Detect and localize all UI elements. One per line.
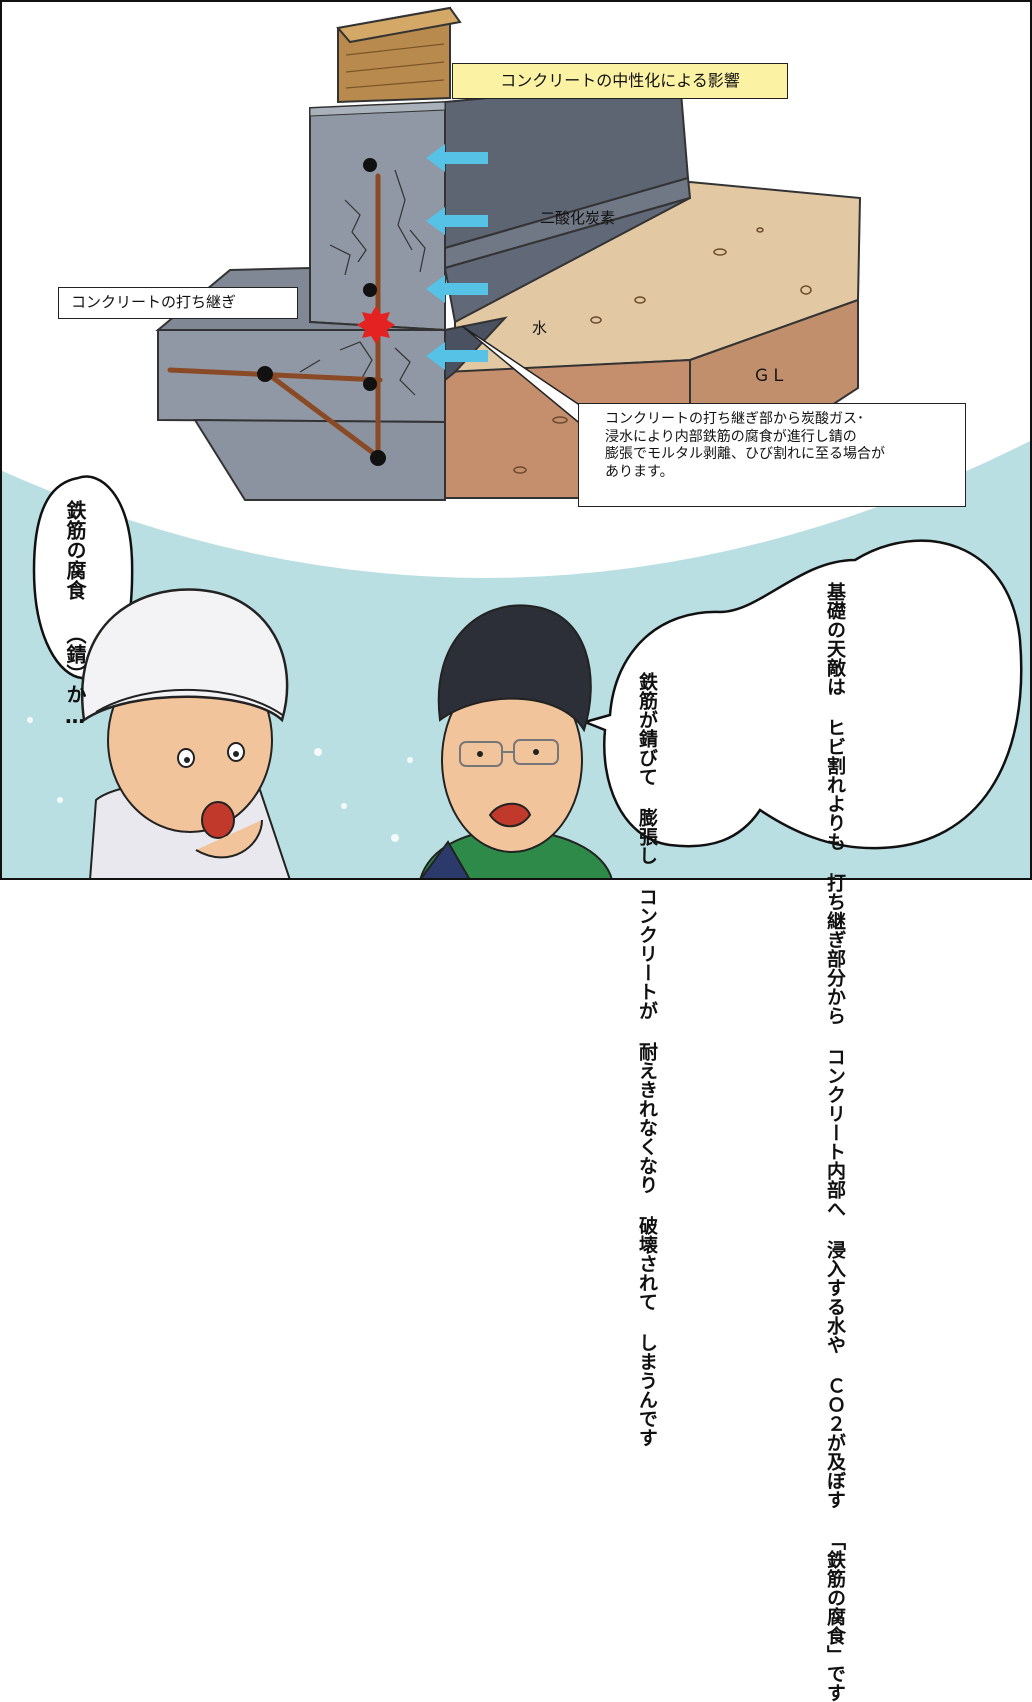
worker-bubble-line: （錆）か… <box>63 624 87 728</box>
diagram-title: コンクリートの中性化による影響 <box>452 63 788 99</box>
right-bubble-line: 基礎の天敵は <box>824 582 846 696</box>
right-bubble-line: ＣＯ２が及ぼす <box>824 1376 846 1509</box>
wood-top <box>336 6 462 44</box>
footing-base <box>193 418 446 501</box>
right-bubble-top-text: 基礎の天敵は ヒビ割れよりも 打ち継ぎ部分から コンクリート内部へ 浸入する水や… <box>822 582 848 1702</box>
co2-arrow-icon <box>426 144 488 370</box>
joint-label: コンクリートの打ち継ぎ <box>58 287 298 319</box>
damage-burst-icon <box>357 306 395 344</box>
right-bubble-line: 鉄筋が錆びて <box>636 672 658 786</box>
wood-grain <box>345 43 445 89</box>
gl-label: ＧＬ <box>753 366 787 386</box>
right-bubble-bottom-text: 鉄筋が錆びて 膨張し コンクリートが 耐えきれなくなり 破壊されて しまうんです <box>634 672 660 1447</box>
right-bubble-line: 浸入する水や <box>824 1240 846 1354</box>
right-bubble-line: 打ち継ぎ部分から <box>824 873 846 1025</box>
illustration-svg <box>0 0 1032 880</box>
worker-bubble-text: 鉄筋の腐食 （錆）か… <box>60 500 90 728</box>
panel-border <box>0 0 1032 880</box>
description-line: 浸水により内部鉄筋の腐食が進行し錆の <box>605 428 857 445</box>
right-bubble-line: しまうんです <box>636 1333 658 1447</box>
co2-label: 二酸化炭素 <box>540 209 616 227</box>
water-label: 水 <box>532 319 548 337</box>
right-speech-bubble <box>581 539 1023 850</box>
description-line: コンクリートの打ち継ぎ部から炭酸ガス･ <box>605 411 864 427</box>
right-bubble-line: コンクリート内部へ <box>824 1047 846 1218</box>
engineer-character <box>418 604 614 880</box>
description-callout: コンクリートの打ち継ぎ部から炭酸ガス･ 浸水により内部鉄筋の腐食が進行し錆の 膨… <box>578 403 966 507</box>
right-bubble-line: 膨張し <box>636 808 658 865</box>
wall-top-edge <box>309 101 446 117</box>
right-bubble-line: ヒビ割れよりも <box>824 718 846 851</box>
worker-character <box>81 588 292 880</box>
concrete-cracks <box>299 169 426 396</box>
right-bubble-line: 「鉄筋の腐食」です <box>824 1531 846 1702</box>
description-line: あります。 <box>605 463 674 480</box>
right-bubble-line: 耐えきれなくなり <box>636 1042 658 1194</box>
right-bubble-line: コンクリートが <box>636 887 658 1020</box>
description-line: 膨張でモルタル剥離、ひび割れに至る場合が <box>605 446 885 462</box>
rebar-dot-icon <box>257 158 386 466</box>
worker-bubble-line: 鉄筋の腐食 <box>63 500 87 600</box>
right-bubble-line: 破壊されて <box>636 1216 658 1311</box>
